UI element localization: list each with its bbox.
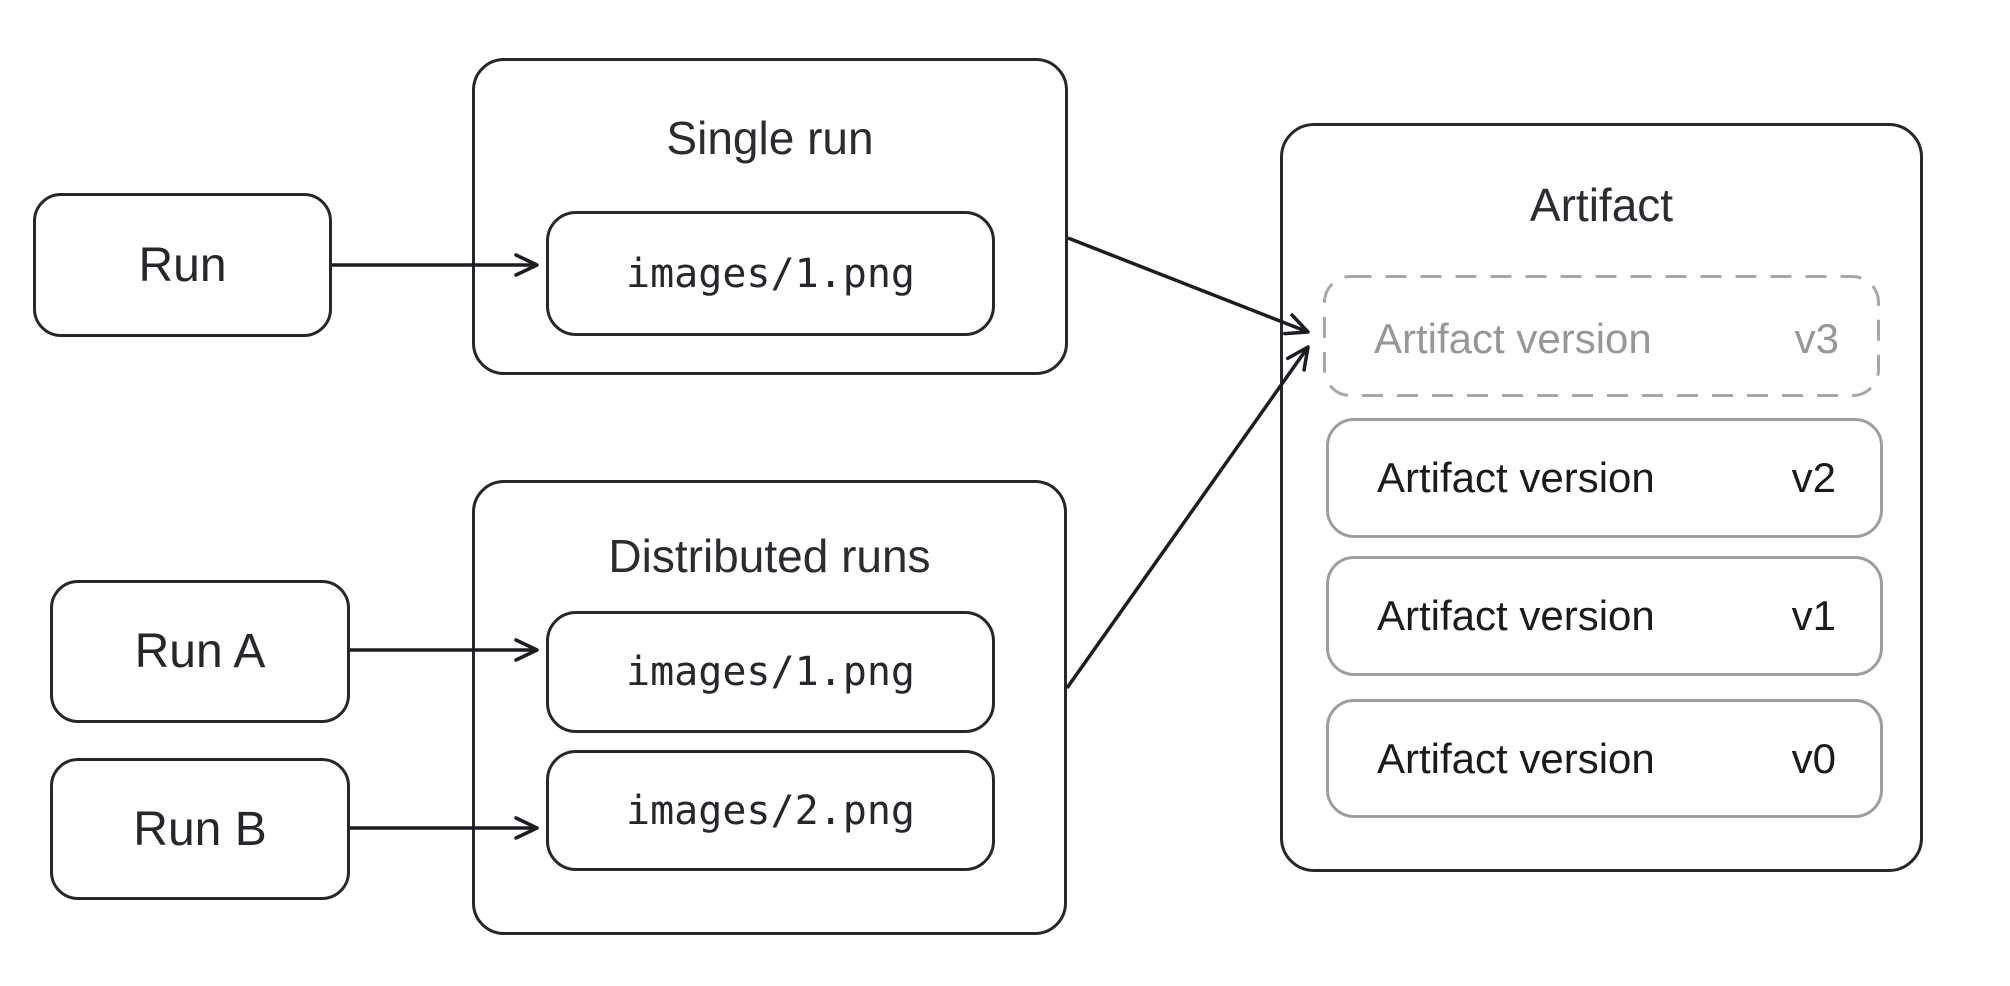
distributed-file-1-label: images/1.png — [626, 649, 915, 695]
run-node-label: Run — [138, 238, 227, 292]
artifact-version-v3-label: Artifact version — [1374, 315, 1652, 362]
artifact-version-v2-label: Artifact version — [1377, 454, 1655, 501]
artifact-version-v1-tag: v1 — [1791, 592, 1836, 639]
artifact-version-v3-pending: Artifact version v3 — [1326, 278, 1883, 400]
artifact-version-v2: Artifact version v2 — [1326, 418, 1883, 538]
single-run-file-label: images/1.png — [626, 250, 915, 297]
artifact-group: Artifact Artifact version v3 Artifact ve… — [1280, 123, 1923, 872]
run-b-node-label: Run B — [133, 802, 267, 856]
artifact-version-v3-tag: v3 — [1794, 315, 1839, 362]
single-run-group-title: Single run — [666, 112, 874, 164]
distributed-file-2-label: images/2.png — [626, 787, 915, 834]
artifact-version-v1: Artifact version v1 — [1326, 556, 1883, 676]
run-a-node: Run A — [50, 580, 350, 723]
artifact-group-title: Artifact — [1529, 179, 1674, 231]
arrow-distributed-runs-to-artifact-version — [1065, 345, 1310, 690]
distributed-runs-group-title: Distributed runs — [608, 530, 931, 582]
distributed-runs-group: Distributed runs images/1.png images/2.p… — [472, 480, 1067, 935]
artifact-version-v0: Artifact version v0 — [1326, 699, 1883, 818]
run-a-node-label: Run A — [134, 625, 266, 678]
artifact-version-v2-tag: v2 — [1791, 454, 1836, 501]
distributed-file-1-node: images/1.png — [546, 611, 995, 733]
arrow-single-run-to-artifact-version — [1067, 236, 1310, 336]
artifact-version-v0-tag: v0 — [1791, 734, 1836, 782]
run-b-node: Run B — [50, 758, 350, 900]
artifact-version-v0-label: Artifact version — [1377, 734, 1655, 782]
single-run-group: Single run images/1.png — [472, 58, 1068, 375]
distributed-file-2-node: images/2.png — [546, 750, 995, 871]
single-run-file-node: images/1.png — [546, 211, 995, 336]
artifact-version-v1-label: Artifact version — [1377, 592, 1655, 639]
run-node: Run — [33, 193, 332, 337]
